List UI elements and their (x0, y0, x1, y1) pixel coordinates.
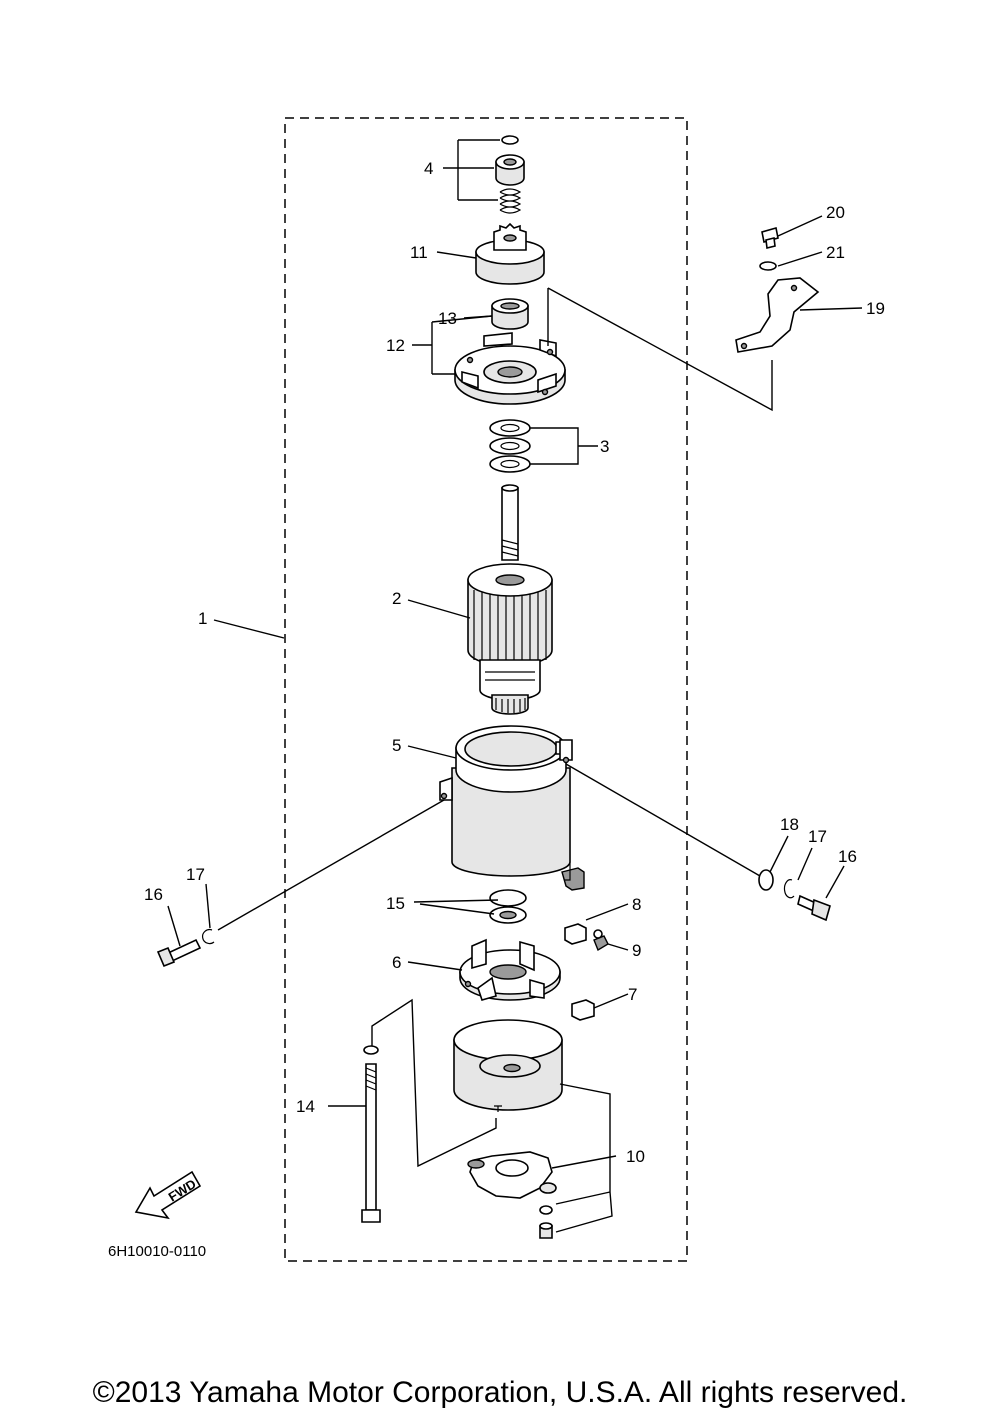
part-16-bolt-right (797, 894, 831, 922)
part-12-front-bracket (454, 332, 566, 405)
part-9-screw (593, 929, 609, 952)
part-7-brush (571, 999, 595, 1021)
callout-17-right: 17 (808, 827, 827, 846)
diagram-code: 6H10010-0110 (108, 1243, 206, 1260)
part-18-washer (758, 869, 774, 891)
callout-5: 5 (392, 736, 401, 755)
part-3-washers (489, 419, 531, 473)
callout-13: 13 (438, 309, 457, 328)
part-21-washer (759, 261, 777, 271)
callout-8: 8 (632, 895, 641, 914)
callout-2: 2 (392, 589, 401, 608)
callout-11: 11 (410, 243, 428, 262)
callout-16-left: 16 (144, 885, 163, 904)
callout-15: 15 (386, 894, 405, 913)
callout-4: 4 (424, 159, 433, 178)
callout-6: 6 (392, 953, 401, 972)
part-13-bushing (491, 298, 529, 330)
callout-18: 18 (780, 815, 799, 834)
part-14-through-bolt (361, 1045, 381, 1223)
part-10-rear-bracket (453, 1019, 563, 1239)
callout-3: 3 (600, 437, 609, 456)
part-19-stay-bracket (735, 277, 820, 353)
callout-labels: 1 2 3 4 11 12 13 5 15 6 8 9 7 10 14 16 1… (144, 159, 885, 1166)
fwd-arrow-icon: FWD (134, 1170, 202, 1220)
part-16-bolt-left (156, 938, 202, 968)
callout-16-right: 16 (838, 847, 857, 866)
part-17-lockwasher-left (202, 928, 215, 945)
part-5-yoke (439, 725, 585, 891)
part-15-washers (489, 889, 527, 924)
callout-21: 21 (826, 243, 845, 262)
callout-20: 20 (826, 203, 845, 222)
callout-10: 10 (626, 1147, 645, 1166)
part-20-screw (761, 226, 779, 249)
assembly-boundary (284, 117, 688, 1262)
callout-19: 19 (866, 299, 885, 318)
part-11-pinion-gear (475, 222, 545, 285)
part-8-brush (564, 923, 587, 945)
part-17-lockwasher-right (783, 879, 795, 899)
callout-17-left: 17 (186, 865, 205, 884)
part-4-clip-collar-spring (495, 135, 525, 214)
callout-1: 1 (198, 609, 207, 628)
callout-14: 14 (296, 1097, 315, 1116)
part-2-armature (467, 484, 553, 715)
part-6-brush-holder (459, 938, 561, 1001)
callout-7: 7 (628, 985, 637, 1004)
copyright-notice: ©2013 Yamaha Motor Corporation, U.S.A. A… (92, 1376, 908, 1409)
callout-12: 12 (386, 336, 405, 355)
leader-lines (167, 139, 863, 1233)
callout-9: 9 (632, 941, 641, 960)
